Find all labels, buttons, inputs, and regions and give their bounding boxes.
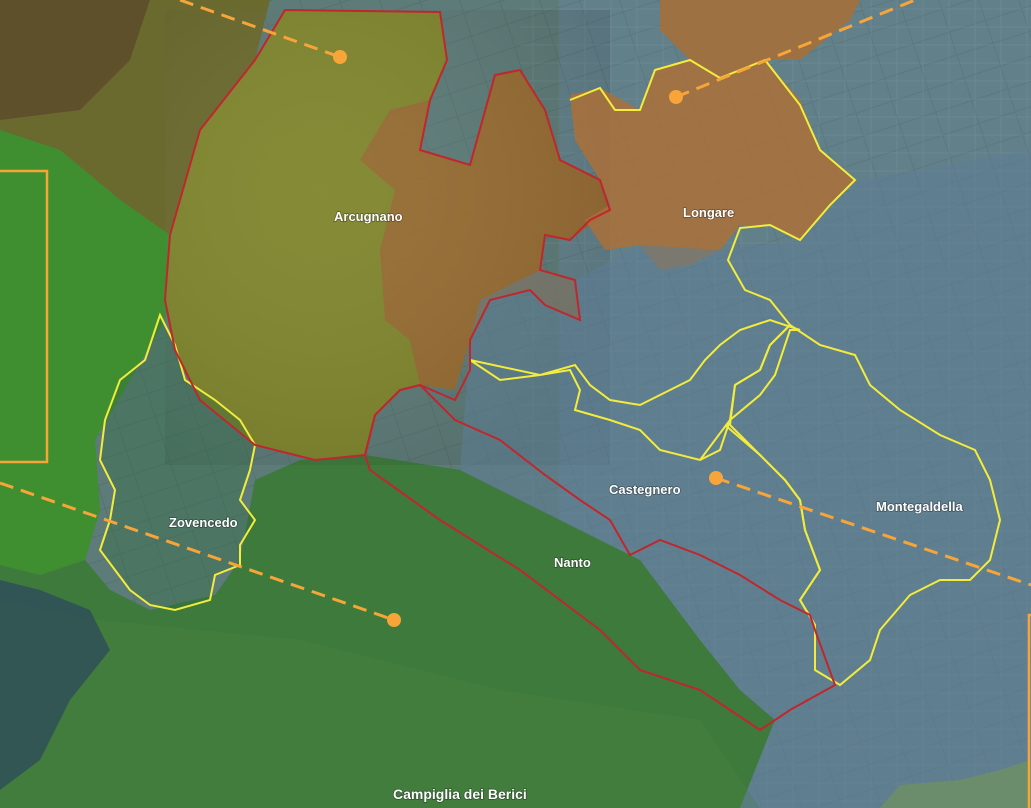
label-campiglia: Campiglia dei Berici [393, 786, 527, 802]
label-zovencedo: Zovencedo [169, 515, 238, 530]
south-green-shade [0, 600, 760, 808]
northwest-hills-shade [0, 0, 150, 120]
longare-area [570, 60, 855, 270]
west-frame-line [0, 169, 49, 464]
castegnero-boundary [469, 318, 801, 462]
east-plain-tint [460, 150, 1031, 808]
west-green-region [0, 130, 170, 575]
southwest-dark-area [0, 580, 110, 790]
east-frame-line [1027, 613, 1031, 808]
dashed-line-west [0, 481, 395, 622]
longare-north-fields [660, 0, 860, 75]
dashed-line-east [715, 476, 1031, 587]
zovencedo-boundary [98, 312, 257, 612]
arcugnano-boundary [163, 8, 612, 462]
marker-longare[interactable] [669, 90, 683, 104]
label-montegaldella: Montegaldella [876, 499, 963, 514]
nanto-boundary [363, 383, 837, 732]
montegaldella-boundary [728, 323, 1002, 687]
label-nanto: Nanto [554, 555, 591, 570]
marker-north[interactable] [333, 50, 347, 64]
label-longare: Longare [683, 205, 734, 220]
label-castegnero: Castegnero [609, 482, 681, 497]
label-arcugnano: Arcugnano [334, 209, 403, 224]
marker-castegnero[interactable] [709, 471, 723, 485]
dashed-line-north [179, 0, 341, 59]
marker-south[interactable] [387, 613, 401, 627]
